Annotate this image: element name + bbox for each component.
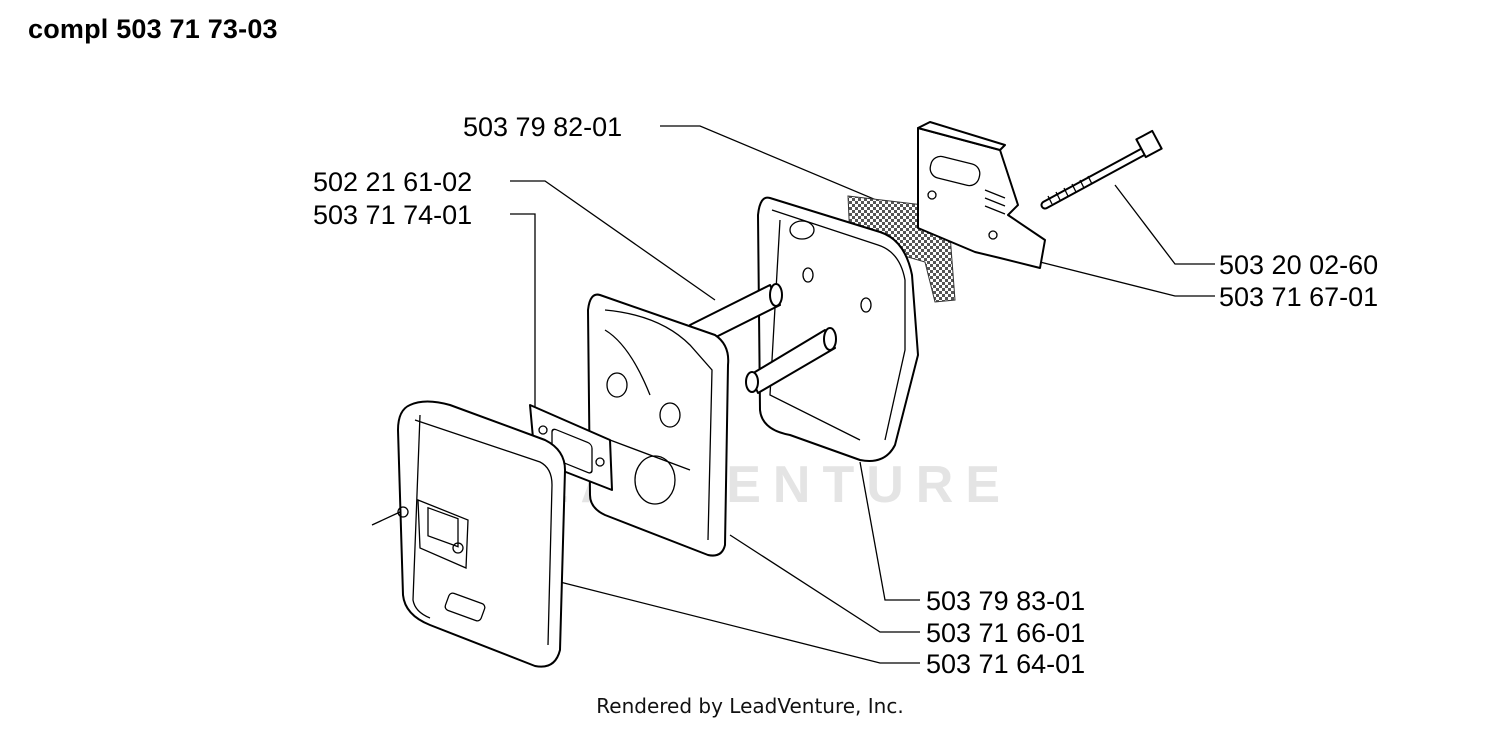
deflector-plate [917, 121, 1046, 269]
part-number-label: 503 79 83-01 [926, 586, 1085, 616]
muffler-gasket-plate [587, 293, 730, 557]
part-number-label: 503 71 64-01 [926, 649, 1085, 679]
part-number-label: 503 71 74-01 [313, 200, 472, 230]
part-number-label: 503 71 66-01 [926, 618, 1085, 648]
leader-lines [371, 125, 1215, 664]
part-number-label: 503 71 67-01 [1219, 282, 1378, 312]
part-number-label: 503 20 02-60 [1219, 250, 1378, 280]
part-number-label: 502 21 61-02 [313, 167, 472, 197]
muffler-front-cover [397, 400, 566, 668]
part-number-label: 503 79 82-01 [463, 112, 622, 142]
muffler-bolt [1040, 129, 1163, 210]
spacer-tubes [689, 283, 837, 394]
footer-credit: Rendered by LeadVenture, Inc. [596, 694, 904, 718]
diagram-title: compl 503 71 73-03 [28, 14, 278, 44]
muffler-rear-housing [757, 196, 919, 462]
